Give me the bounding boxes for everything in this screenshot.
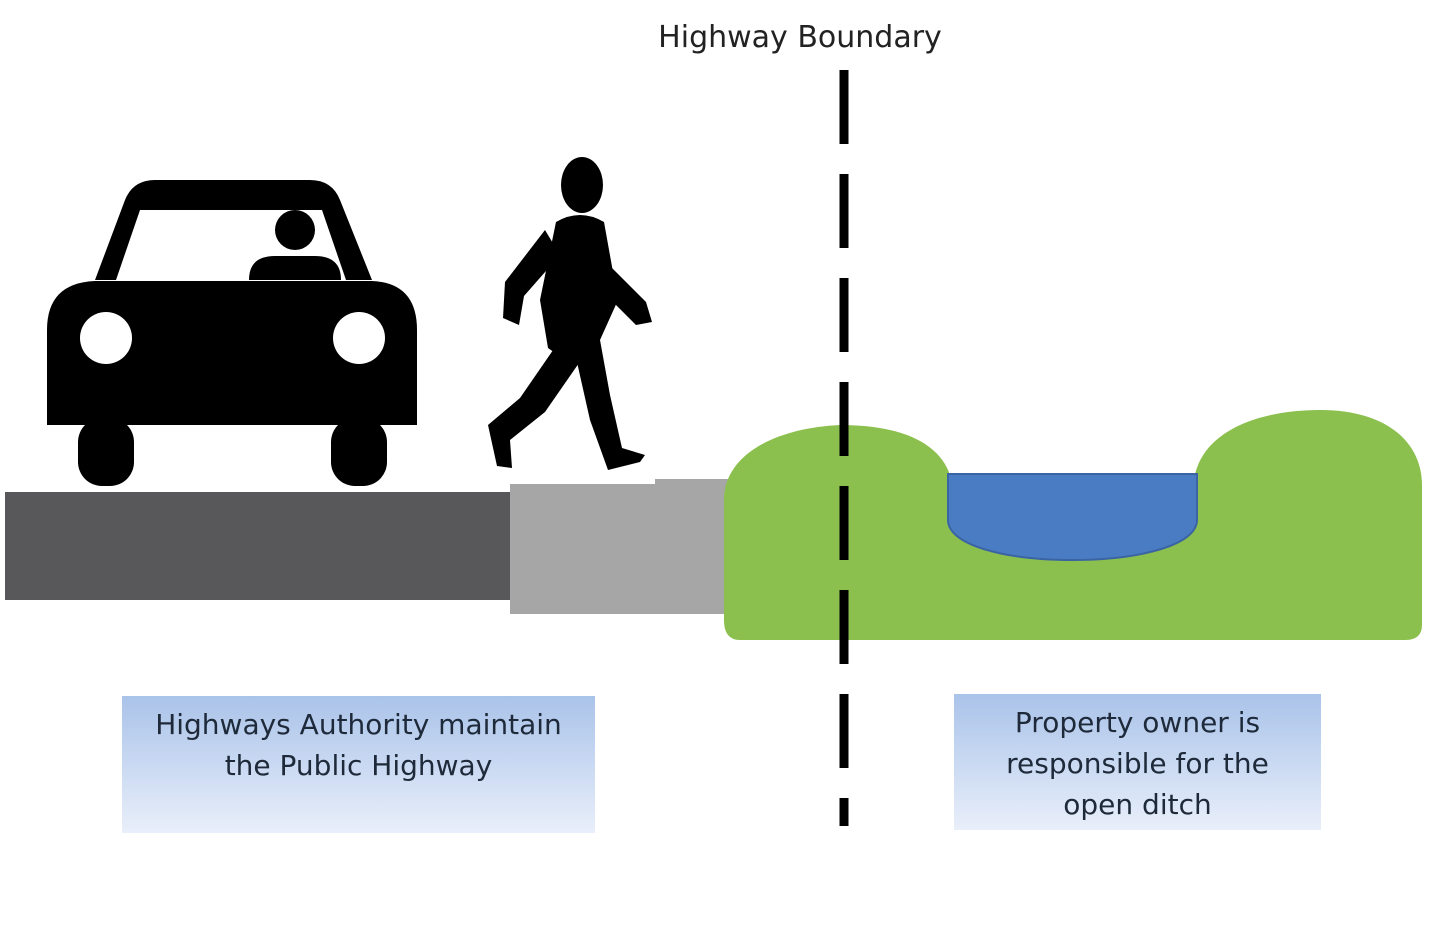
- property-owner-line-3: open ditch: [954, 784, 1321, 825]
- highways-authority-line-1: Highways Authority maintain: [122, 704, 595, 745]
- car-icon: [47, 180, 417, 486]
- property-owner-label: Property owner is responsible for the op…: [954, 694, 1321, 830]
- highway-boundary-label: Highway Boundary: [600, 20, 1000, 55]
- pedestrian-icon: [488, 157, 652, 470]
- ditch-water: [948, 474, 1197, 560]
- property-owner-line-2: responsible for the: [954, 743, 1321, 784]
- highways-authority-line-2: the Public Highway: [122, 745, 595, 786]
- property-owner-line-1: Property owner is: [954, 702, 1321, 743]
- footway: [510, 479, 740, 614]
- highways-authority-label: Highways Authority maintain the Public H…: [122, 696, 595, 833]
- road-carriageway: [5, 492, 515, 600]
